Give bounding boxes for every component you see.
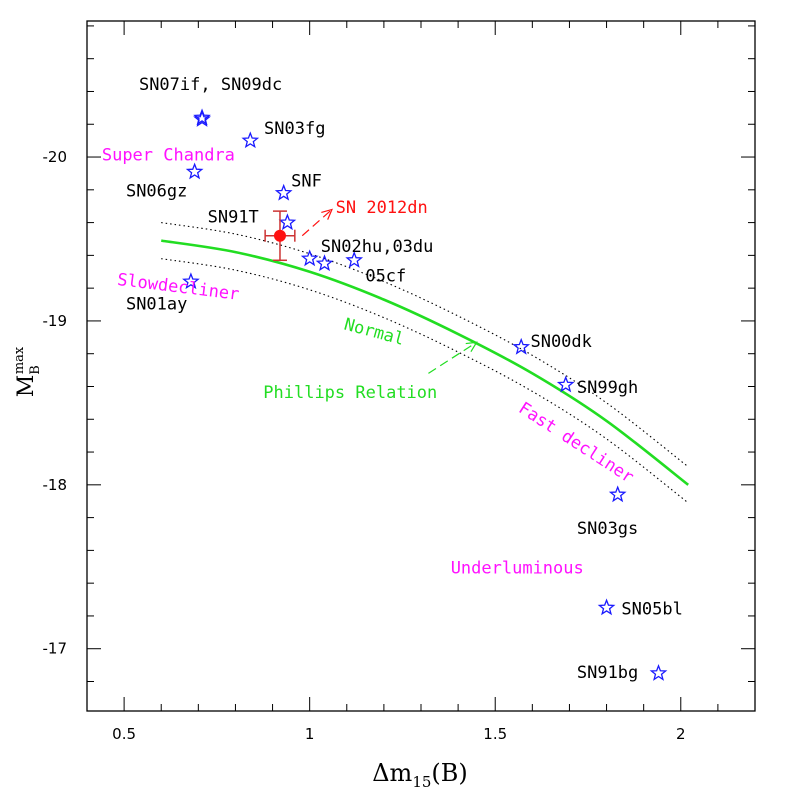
y-tick-label: -19	[43, 312, 68, 330]
annotation-label: SN07if, SN09dc	[139, 75, 282, 95]
x-tick-label: 2	[676, 725, 686, 743]
y-tick-label: -20	[43, 148, 68, 166]
sn2012dn-marker	[273, 229, 286, 242]
y-axis-label-subscript: B	[28, 365, 43, 375]
x-tick-label: 0.5	[112, 725, 136, 743]
supernova-star-marker	[193, 108, 211, 126]
annotation-label: SN91T	[208, 208, 259, 228]
supernova-star-marker	[300, 249, 319, 267]
annotation-arrow-line	[301, 209, 333, 237]
x-tick-label: 1	[305, 725, 315, 743]
annotation-label: Phillips Relation	[263, 383, 437, 403]
supernova-star-marker	[274, 183, 293, 201]
annotation-label: SN99gh	[577, 378, 638, 398]
y-tick-label: -18	[43, 476, 68, 494]
annotation-label: SN06gz	[126, 181, 187, 201]
annotation-label: SN91bg	[577, 663, 638, 683]
annotation-label: 05cf	[365, 267, 406, 287]
y-axis-label-main: M	[14, 375, 39, 398]
supernova-star-marker	[182, 272, 200, 290]
phillips-lower-envelope	[161, 258, 689, 504]
supernova-star-marker	[556, 375, 575, 393]
annotation-label: SN05bl	[621, 599, 682, 619]
y-axis-label-superscript: max	[12, 346, 27, 374]
annotation-label: Super Chandra	[102, 145, 235, 165]
supernova-star-marker	[193, 110, 211, 127]
supernova-star-marker	[241, 131, 260, 149]
supernova-star-marker	[649, 663, 668, 681]
phillips-upper-envelope	[161, 222, 689, 468]
supernova-star-marker	[512, 337, 531, 355]
x-tick-label: 1.5	[483, 725, 507, 743]
annotation-label: SN02hu,03du	[321, 237, 434, 257]
phillips-relation-line	[161, 239, 690, 486]
annotation-label: SN 2012dn	[336, 198, 428, 218]
annotation-label: SN01ay	[126, 294, 187, 314]
chart-marks: 0.5 1 1.5 2 -20 -19 -18 -17 SN07if, SN09dcSN03fg…	[43, 20, 756, 743]
annotation-arrow-head	[465, 341, 478, 352]
annotation-label: Underluminous	[451, 558, 584, 578]
supernova-star-marker	[597, 598, 616, 616]
annotation-label: SN00dk	[530, 332, 591, 352]
supernova-star-marker	[608, 485, 627, 503]
supernova-star-marker	[278, 213, 297, 231]
x-axis-label: Δm15(B)	[372, 759, 468, 791]
supernova-star-marker	[345, 250, 364, 268]
annotation-label: SNF	[291, 172, 322, 192]
y-tick-label: -17	[43, 640, 68, 658]
annotation-arrow-line	[428, 341, 477, 374]
annotation-arrow-head	[321, 208, 333, 220]
annotation-label: SN03fg	[264, 119, 325, 139]
supernova-star-marker	[185, 162, 204, 180]
annotation-label: SN03gs	[577, 519, 638, 539]
supernova-star-marker	[315, 254, 334, 272]
y-axis-label: MBmax	[12, 346, 43, 397]
annotation-label: Normal	[342, 315, 407, 350]
x-axis-label-main: Δm	[372, 759, 412, 787]
x-axis-label-tail: (B)	[431, 759, 467, 787]
x-axis-label-subscript: 15	[412, 773, 431, 791]
